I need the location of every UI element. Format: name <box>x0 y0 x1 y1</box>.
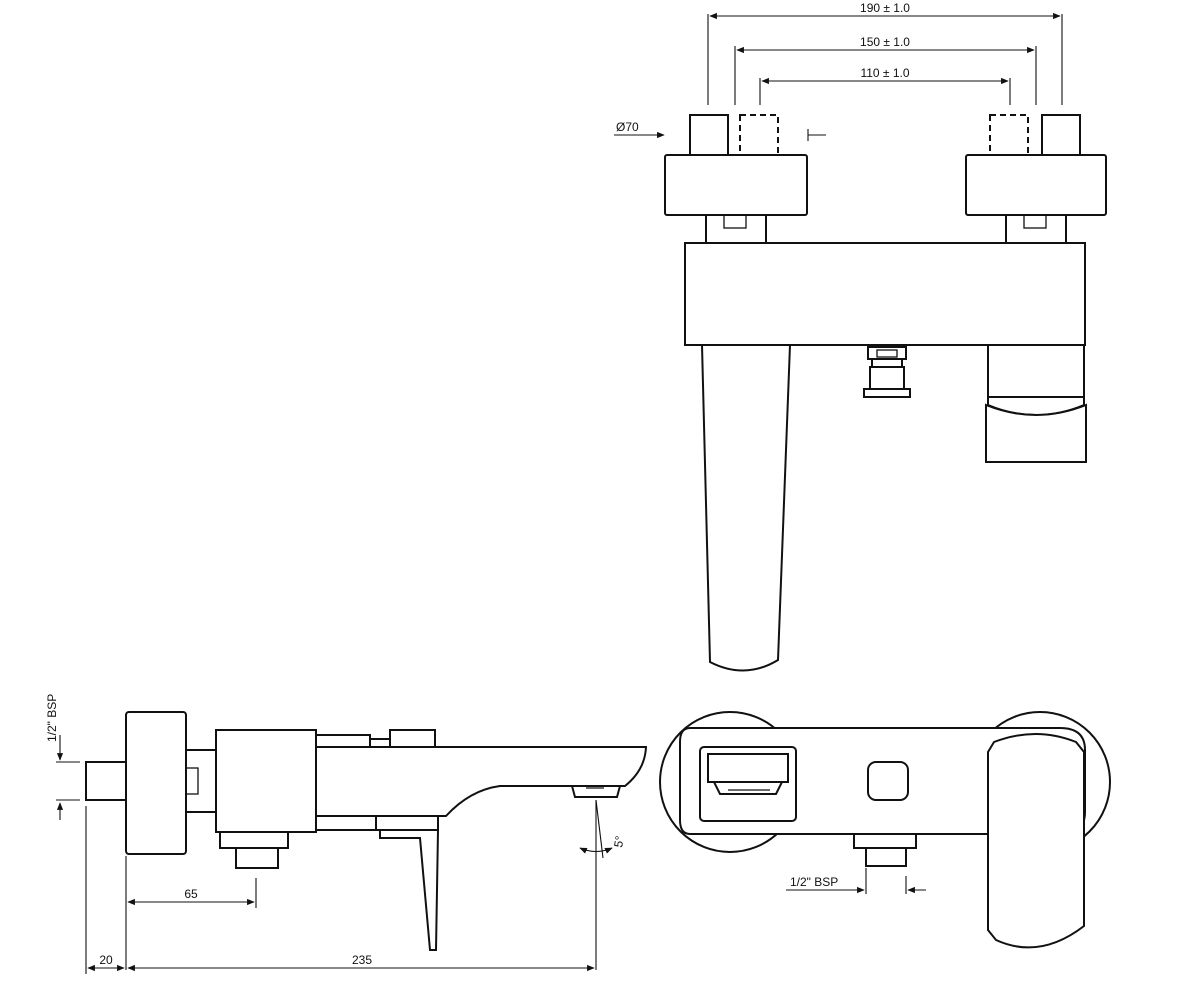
diameter-70-label: Ø70 <box>616 120 639 134</box>
bsp-left-label: 1/2" BSP <box>45 694 59 742</box>
dimension-150: 150 ± 1.0 <box>734 35 1037 105</box>
left-inlet-alt-position <box>739 114 779 156</box>
dimension-110-label: 110 ± 1.0 <box>860 66 909 80</box>
front-diverter-button <box>867 761 909 801</box>
dimension-235-label: 235 <box>352 953 372 967</box>
right-connector <box>1005 214 1067 244</box>
side-escutcheon <box>125 711 187 855</box>
side-lever-handle <box>379 829 440 951</box>
left-inlet-pipe <box>689 114 729 156</box>
angle-label: 5° <box>611 835 627 849</box>
dimension-20-label: 20 <box>99 953 113 967</box>
right-escutcheon <box>965 154 1107 216</box>
dimension-110: 110 ± 1.0 <box>759 66 1011 105</box>
side-bottom-nut <box>235 847 279 869</box>
side-body <box>215 729 317 833</box>
left-connector <box>705 214 767 244</box>
mixer-body <box>684 242 1086 346</box>
right-inlet-pipe <box>1041 114 1081 156</box>
front-lever-handle <box>987 733 1085 949</box>
front-bottom-connector <box>853 833 917 849</box>
side-spout <box>315 746 648 817</box>
front-bottom-nut <box>865 847 907 867</box>
angle-5-indicator: 5° <box>579 799 627 970</box>
side-connector <box>185 749 217 813</box>
dimension-190-label: 190 ± 1.0 <box>860 1 910 15</box>
side-bottom-connector <box>219 831 289 849</box>
dimension-20-235: 20 235 <box>85 806 595 974</box>
dimension-65: 65 <box>125 856 257 970</box>
dimension-150-label: 150 ± 1.0 <box>860 35 910 49</box>
front-view: 1/2" BSP <box>659 711 1111 949</box>
diameter-70-callout: Ø70 <box>614 120 826 141</box>
side-view: 1/2" BSP 5° <box>45 694 648 974</box>
diverter-knob <box>863 346 911 398</box>
dimension-190: 190 ± 1.0 <box>707 1 1063 105</box>
top-view: 190 ± 1.0 150 ± 1.0 110 ± 1.0 Ø70 <box>614 1 1107 672</box>
front-bsp-dimension: 1/2" BSP <box>786 868 926 894</box>
right-connector-nut <box>1023 214 1047 229</box>
side-inlet-pipe <box>85 761 127 801</box>
side-top-cap <box>315 734 371 748</box>
front-spout-outlet <box>699 746 797 822</box>
bsp-right-label: 1/2" BSP <box>790 875 838 889</box>
left-connector-nut <box>723 214 747 229</box>
dimension-65-label: 65 <box>184 887 198 901</box>
side-aerator <box>570 785 622 798</box>
spout-top-view <box>985 344 1087 463</box>
right-inlet-alt-position <box>989 114 1029 156</box>
lever-handle <box>700 344 792 672</box>
left-escutcheon <box>664 154 808 216</box>
side-lever-top <box>389 729 436 748</box>
